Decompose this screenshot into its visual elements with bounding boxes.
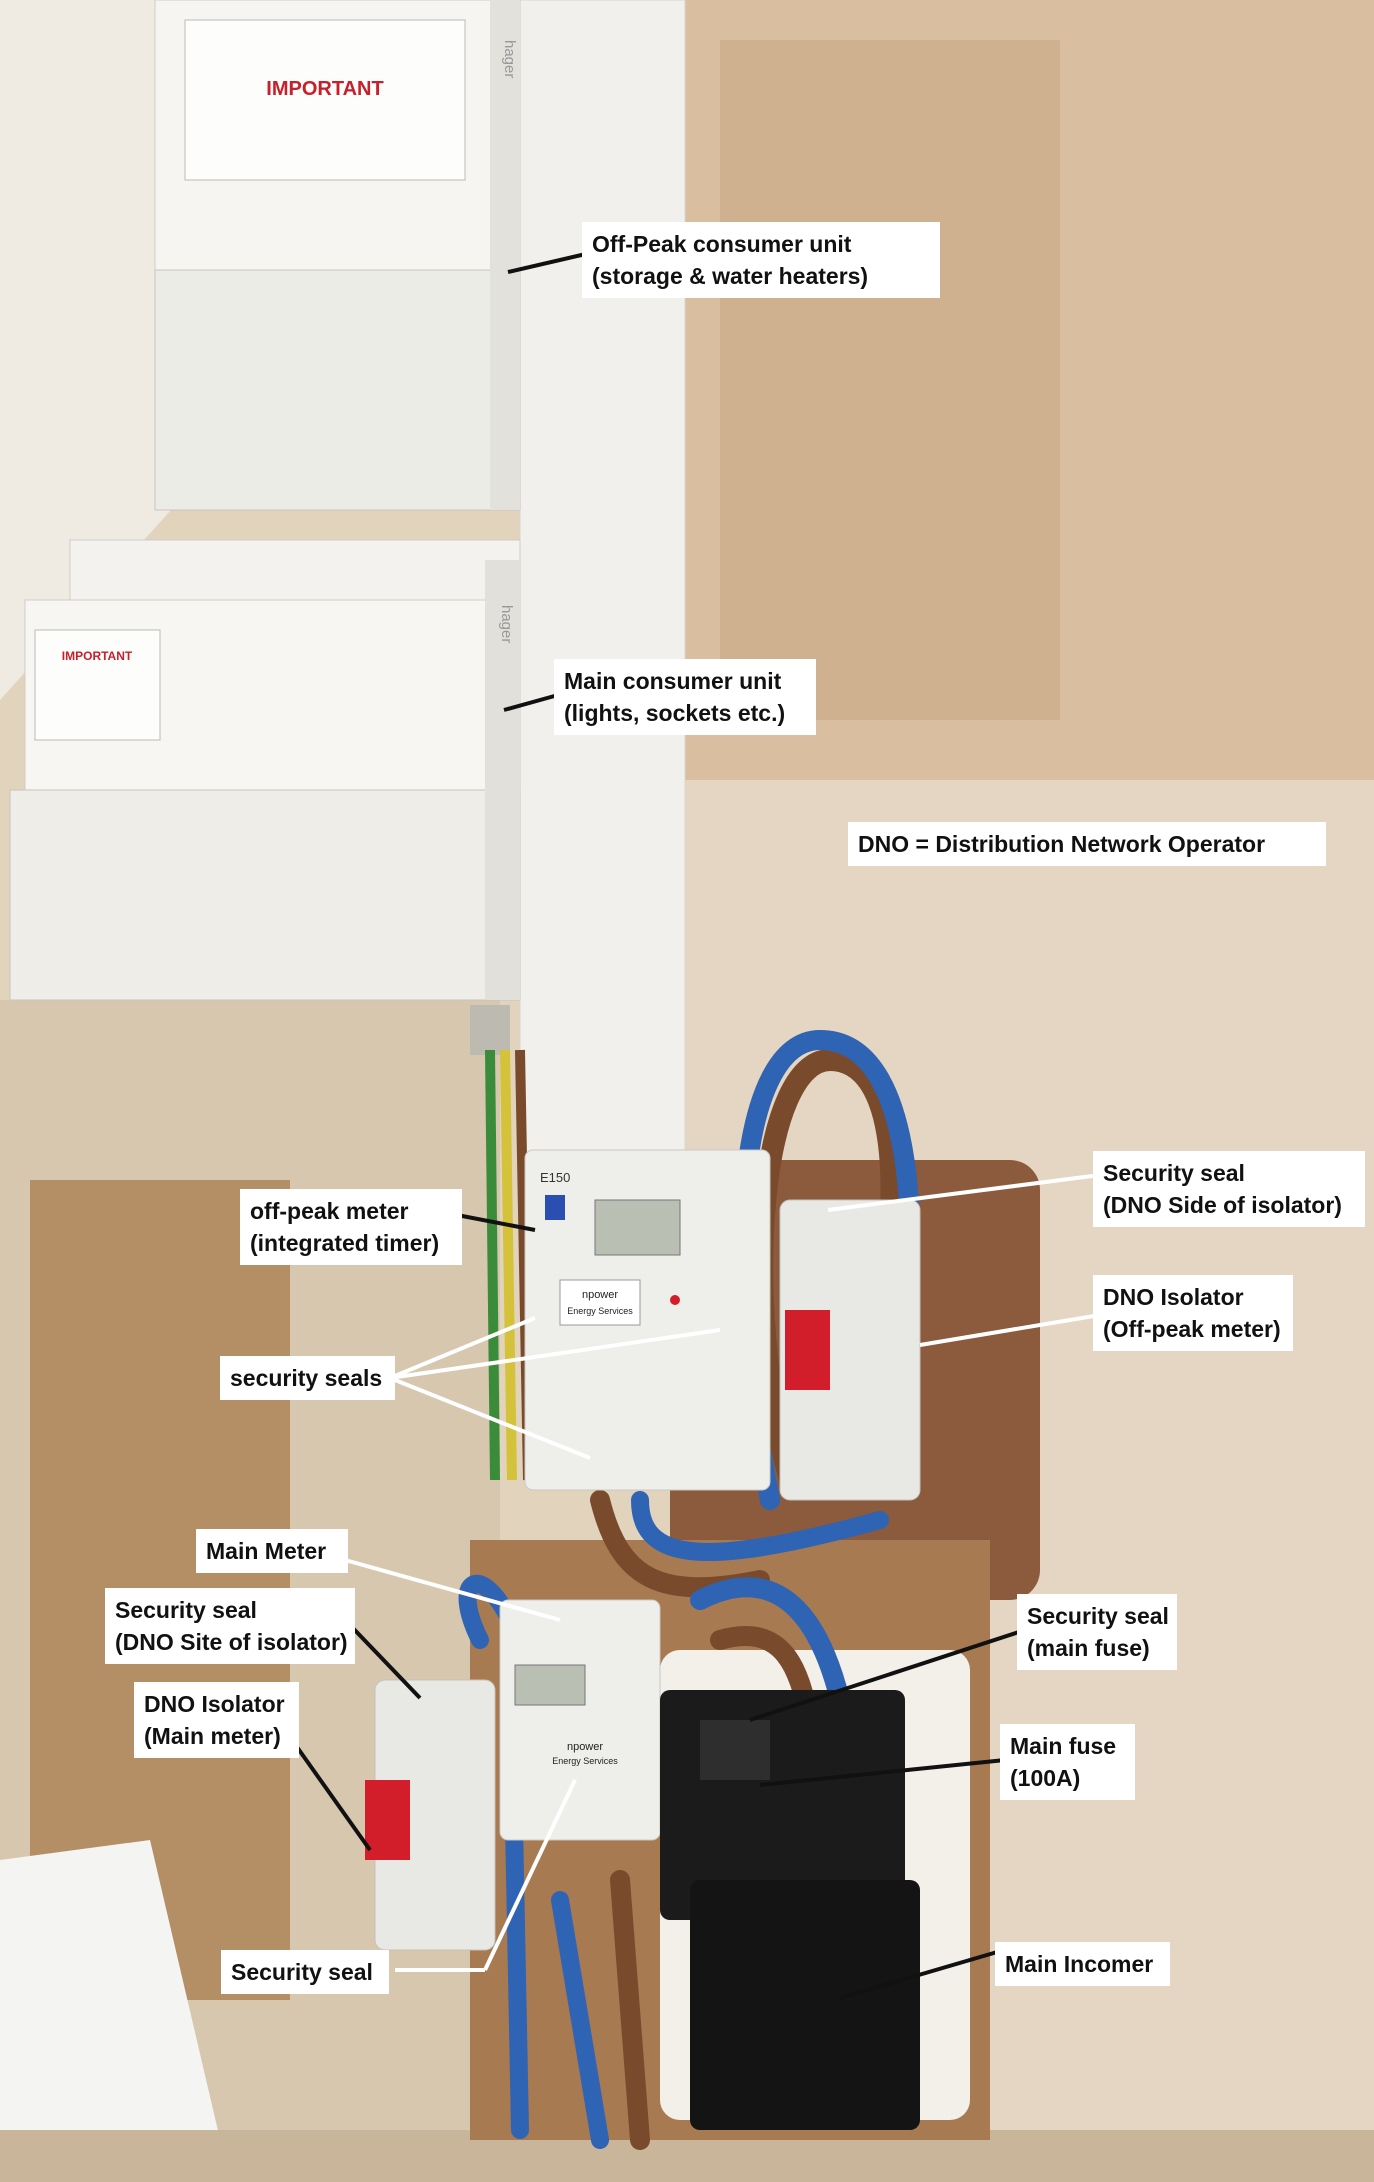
main-fuse-unit	[660, 1690, 905, 1920]
label-main-consumer-unit: Main consumer unit (lights, sockets etc.…	[554, 659, 816, 735]
offpeak-cu-brand: hager	[501, 40, 518, 78]
meter-tails	[485, 1049, 533, 1481]
label-seal-dno-side-line2: (DNO Side of isolator)	[1103, 1192, 1342, 1218]
cable-trunking	[519, 0, 686, 1161]
offpeak-isolator-switch	[785, 1310, 830, 1390]
white-box-corner	[0, 1840, 230, 2182]
label-main-cu-line1: Main consumer unit	[564, 668, 782, 694]
label-security-seals-line1: security seals	[230, 1365, 383, 1391]
label-security-seal-bottom-line1: Security seal	[231, 1959, 373, 1985]
label-seal-main-fuse-line2: (main fuse)	[1027, 1635, 1150, 1661]
label-main-meter-line1: Main Meter	[206, 1538, 327, 1564]
main-dno-isolator	[365, 1679, 496, 1951]
cable-gland	[470, 1005, 510, 1055]
offpeak-meter-button	[545, 1195, 565, 1220]
label-offpeak-meter-line2: (integrated timer)	[250, 1230, 440, 1256]
label-dno-isolator-main-line1: DNO Isolator	[144, 1691, 285, 1717]
offpeak-meter-display	[594, 1199, 681, 1256]
label-seal-dno-site: Security seal (DNO Site of isolator)	[105, 1588, 355, 1664]
annotation-leaders	[290, 251, 1101, 2000]
offpeak-meter-led	[670, 1295, 680, 1305]
label-main-incomer: Main Incomer	[995, 1942, 1170, 1986]
label-seal-main-fuse: Security seal (main fuse)	[1017, 1594, 1177, 1670]
main-cu-notice	[34, 629, 161, 741]
label-seal-main-fuse-line1: Security seal	[1027, 1603, 1169, 1629]
label-main-cu-line2: (lights, sockets etc.)	[564, 700, 786, 726]
plaster-patch	[720, 40, 1060, 720]
offpeak-consumer-unit: IMPORTANT hager	[154, 0, 521, 511]
offpeak-cu-notice-heading: IMPORTANT	[266, 78, 383, 100]
label-seal-dno-side: Security seal (DNO Side of isolator)	[1093, 1151, 1365, 1227]
label-offpeak-meter: off-peak meter (integrated timer)	[240, 1189, 462, 1265]
label-seal-dno-side-line1: Security seal	[1103, 1160, 1245, 1186]
label-offpeak-cu-line1: Off-Peak consumer unit	[592, 231, 852, 257]
label-main-incomer-line1: Main Incomer	[1005, 1951, 1154, 1977]
main-meter-supplier: npower	[567, 1741, 603, 1753]
label-dno-isolator-main: DNO Isolator (Main meter)	[134, 1682, 299, 1758]
offpeak-cu-notice	[184, 19, 466, 181]
label-dno-definition: DNO = Distribution Network Operator	[848, 822, 1326, 866]
label-main-fuse-line1: Main fuse	[1010, 1733, 1117, 1759]
label-dno-definition-line1: DNO = Distribution Network Operator	[858, 831, 1266, 857]
sloped-ceiling	[0, 0, 180, 700]
offpeak-meter-supplier: npower	[582, 1289, 618, 1301]
label-seal-dno-site-line2: (DNO Site of isolator)	[115, 1629, 348, 1655]
label-seal-dno-site-line1: Security seal	[115, 1597, 257, 1623]
label-main-meter: Main Meter	[196, 1529, 348, 1573]
main-meter-supplier-sub: Energy Services	[552, 1756, 618, 1766]
main-cu-brand: hager	[498, 605, 515, 643]
offpeak-meter-supplier-sub: Energy Services	[567, 1306, 633, 1316]
main-meter-display	[514, 1664, 586, 1706]
main-meter: npower Energy Services	[499, 1599, 661, 1841]
offpeak-meter: E150 npower Energy Services	[524, 1149, 771, 1491]
label-security-seal-bottom: Security seal	[221, 1950, 389, 1994]
offpeak-meter-model: E150	[540, 1170, 570, 1185]
main-incomer-unit	[690, 1880, 920, 2130]
offpeak-meter-label	[559, 1279, 641, 1326]
offpeak-dno-isolator	[779, 1199, 921, 1501]
label-security-seals: security seals	[220, 1356, 395, 1400]
main-cu-notice-heading: IMPORTANT	[62, 649, 133, 663]
label-dno-isolator-offpeak: DNO Isolator (Off-peak meter)	[1093, 1275, 1293, 1351]
label-offpeak-meter-line1: off-peak meter	[250, 1198, 409, 1224]
label-offpeak-consumer-unit: Off-Peak consumer unit (storage & water …	[582, 222, 940, 298]
label-main-fuse-line2: (100A)	[1010, 1765, 1081, 1791]
label-offpeak-cu-line2: (storage & water heaters)	[592, 263, 869, 289]
main-isolator-switch	[365, 1780, 410, 1860]
label-dno-isolator-offpeak-line2: (Off-peak meter)	[1103, 1316, 1281, 1342]
label-main-fuse: Main fuse (100A)	[1000, 1724, 1135, 1800]
label-dno-isolator-offpeak-line1: DNO Isolator	[1103, 1284, 1244, 1310]
main-consumer-unit: IMPORTANT hager	[9, 539, 521, 1001]
label-dno-isolator-main-line2: (Main meter)	[144, 1723, 281, 1749]
